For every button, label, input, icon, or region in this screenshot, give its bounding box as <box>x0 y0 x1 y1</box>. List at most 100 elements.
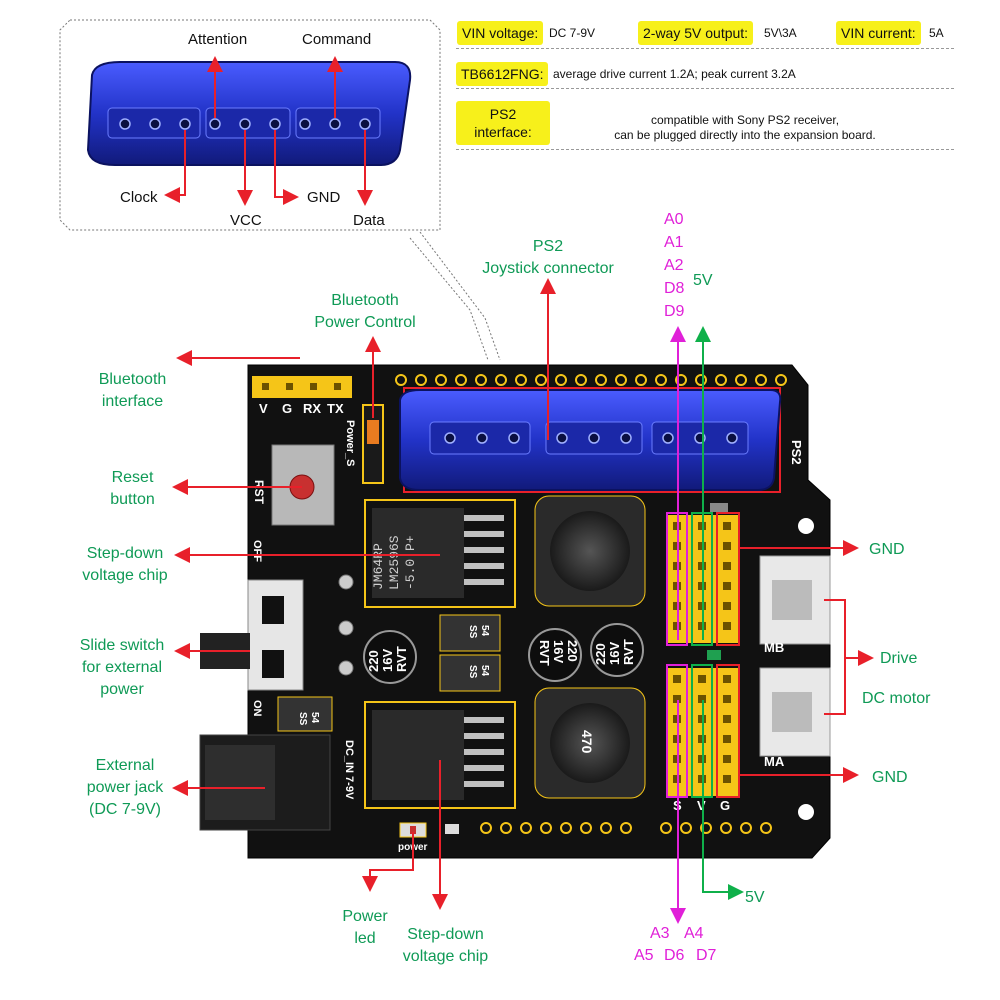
spec-divider <box>456 149 954 150</box>
spec-divider <box>456 88 954 89</box>
callout-line: interface <box>101 393 164 410</box>
pin-a1: A1 <box>664 234 684 251</box>
mount-hole <box>798 518 814 534</box>
cap-marking: 220 <box>565 640 580 662</box>
capacitor <box>590 623 644 677</box>
callout-line: Slide switch <box>79 637 165 654</box>
gpio-pin <box>723 582 731 590</box>
on-label: ON <box>251 700 263 717</box>
callout-line: External <box>95 757 155 774</box>
gpio-pin <box>723 715 731 723</box>
ps2-key-line1: PS2 <box>489 106 517 122</box>
gpio-pin <box>723 695 731 703</box>
callout-line: led <box>354 930 376 947</box>
bt-pin-label: V <box>259 401 268 416</box>
callout-dc-motor: DC motor <box>862 690 931 707</box>
callout-gnd-top: GND <box>869 541 905 558</box>
output-value: 5V\3A <box>764 26 797 40</box>
callout-line: button <box>110 491 155 508</box>
callout-line: (DC 7-9V) <box>88 801 161 818</box>
inset-leader <box>409 237 489 361</box>
callout-line: power <box>100 681 144 698</box>
capacitor <box>528 628 582 682</box>
callout-slide-switch: Slide switch for external power <box>67 635 177 701</box>
gpio-pin <box>698 675 706 683</box>
dc-in-label: DC_IN 7-9V <box>343 740 355 800</box>
cap-marking: 16V <box>551 640 566 663</box>
callout-5v-bottom: 5V <box>745 889 765 906</box>
gpio-pin <box>723 542 731 550</box>
callout-gnd-bottom: GND <box>872 769 908 786</box>
vin-current-key: VIN current: <box>836 21 921 45</box>
bt-pin-label: G <box>282 401 292 416</box>
callout-line: Power Control <box>314 314 416 331</box>
cap-marking: 16V <box>607 642 622 665</box>
chip-marking: JM64RP <box>371 543 386 590</box>
pin-a2: A2 <box>664 257 684 274</box>
driver-key: TB6612FNG: <box>456 62 549 86</box>
pin-label-command: Command <box>302 31 372 48</box>
inductor-marking: 470 <box>579 730 595 754</box>
pin-d7: D7 <box>696 947 717 964</box>
ma-label: MA <box>764 754 785 769</box>
bt-pin-label: RX <box>303 401 321 416</box>
pin-d6: D6 <box>664 947 685 964</box>
gpio-pin <box>723 562 731 570</box>
diode <box>277 696 333 732</box>
status-led <box>707 650 721 660</box>
diode-marking: SS <box>297 712 308 726</box>
gpio-pin <box>673 695 681 703</box>
gpio-pin <box>673 675 681 683</box>
rst-label: RST <box>252 480 266 505</box>
diode-marking: 54 <box>479 665 490 677</box>
pin-label-clock: Clock <box>120 189 158 206</box>
power-s-label: Power_S <box>344 420 356 466</box>
cap-marking: RVT <box>621 639 636 665</box>
callout-stepdown-top: Step-down voltage chip <box>70 543 180 587</box>
smd-component <box>710 503 728 512</box>
callout-ps2-joystick: PS2 Joystick connector <box>468 236 628 280</box>
connector-inset-frame <box>59 19 441 231</box>
gpio-pin <box>723 602 731 610</box>
inset-leader <box>419 231 501 361</box>
pin-a5: A5 <box>634 947 654 964</box>
callout-line: Bluetooth <box>98 371 167 388</box>
vin-current-value: 5A <box>929 26 944 40</box>
cap-marking: RVT <box>537 640 552 666</box>
top-header-row <box>395 374 787 386</box>
mount-hole <box>798 804 814 820</box>
pin-label-data: Data <box>353 212 385 229</box>
chip-marking: LM2596S <box>387 535 402 590</box>
stepdown-chip-bottom <box>372 710 464 800</box>
gpio-pin <box>723 755 731 763</box>
vin-voltage-value: DC 7-9V <box>549 26 596 40</box>
gpio-pin <box>723 735 731 743</box>
svg-g-label: G <box>720 798 730 813</box>
diode <box>439 614 501 652</box>
spec-divider <box>456 48 954 49</box>
callout-line: power jack <box>86 779 164 796</box>
pin-d8: D8 <box>664 280 685 297</box>
ps2-value-line1: compatible with Sony PS2 receiver, <box>650 113 840 127</box>
ps2-key: PS2 interface: <box>456 101 550 145</box>
mb-label: MB <box>764 640 784 655</box>
callout-line: voltage chip <box>402 948 489 965</box>
callout-line: Power <box>342 908 388 925</box>
ps2-connector-inset <box>86 61 412 166</box>
callout-bt-power: Bluetooth Power Control <box>300 290 430 334</box>
pin-a3: A3 <box>650 925 670 942</box>
pin-label-gnd: GND <box>307 189 341 206</box>
diode-marking: 54 <box>479 625 490 637</box>
callout-line: Reset <box>111 469 154 486</box>
callout-line: Step-down <box>86 545 164 562</box>
callout-line: Joystick connector <box>482 260 614 277</box>
pin-d9: D9 <box>664 303 685 320</box>
cap-marking: 16V <box>380 649 395 672</box>
pin-a0: A0 <box>664 211 684 228</box>
callout-power-jack: External power jack (DC 7-9V) <box>70 755 180 821</box>
cap-marking: 220 <box>593 643 608 665</box>
cap-marking: 220 <box>366 650 381 672</box>
callout-bt-interface: Bluetooth interface <box>80 369 185 413</box>
bluetooth-header <box>252 376 352 398</box>
